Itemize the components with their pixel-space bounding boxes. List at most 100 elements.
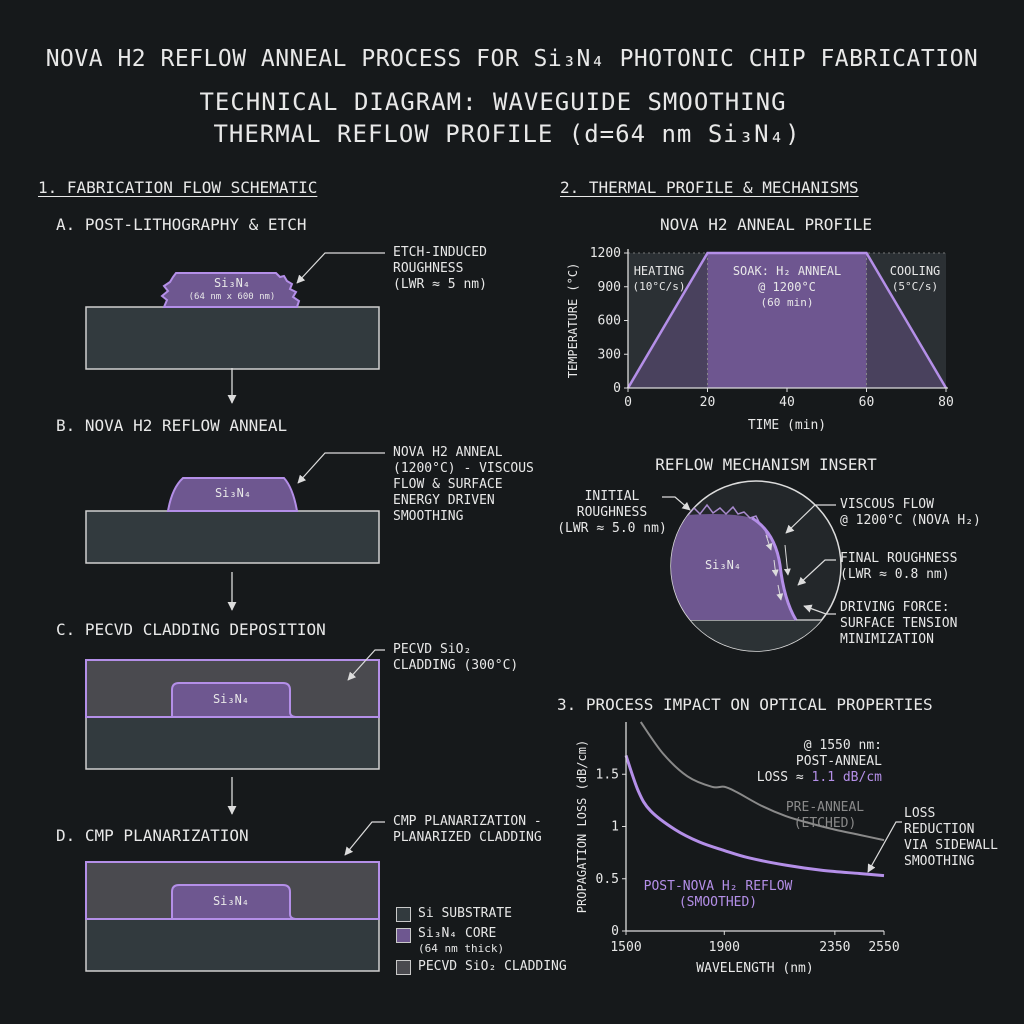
insert-flow-arrow (765, 534, 773, 551)
loss-callout-prefix: LOSS ≈ (756, 770, 812, 785)
x-tick-label: 2350 (819, 940, 850, 955)
step-b-substrate (85, 510, 380, 564)
section3-heading: 3. PROCESS IMPACT ON OPTICAL PROPERTIES (557, 695, 933, 714)
insert-title: REFLOW MECHANISM INSERT (655, 455, 877, 474)
step-b-annotation-line: SMOOTHING (393, 509, 464, 524)
loss-callout-line: @ 1550 nm: (803, 738, 882, 753)
step-b-annotation: NOVA H2 ANNEAL (1200°C) - VISCOUS FLOW &… (393, 445, 534, 525)
insert-initial-roughness: INITIAL ROUGHNESS (LWR ≈ 5.0 nm) (552, 489, 672, 537)
pre-anneal-label-line: (ETCHED) (793, 816, 857, 831)
y-tick-label: 0.5 (596, 872, 619, 887)
step-c-annotation-line: PECVD SiO₂ (393, 642, 472, 657)
insert-initial-callout (662, 496, 691, 511)
legend-item-cladding: PECVD SiO₂ CLADDING (396, 959, 567, 975)
x-tick-label: 1900 (709, 940, 740, 955)
pre-anneal-label-line: PRE-ANNEAL (785, 800, 865, 815)
section1-heading-text: 1. FABRICATION FLOW SCHEMATIC (38, 178, 318, 197)
x-axis-label: TIME (min) (748, 418, 826, 433)
phase-soak-temperature: @ 1200°C (758, 280, 816, 294)
x-tick-label: 0 (624, 395, 632, 410)
legend: Si SUBSTRATE Si₃N₄ CORE (64 nm thick) PE… (396, 906, 567, 975)
phase-heating: HEATING (10°C/s) (627, 263, 691, 295)
legend-item-substrate: Si SUBSTRATE (396, 906, 567, 922)
insert-flow-arrow (776, 584, 784, 601)
step-c-callout-line (347, 649, 385, 681)
phase-cooling-rate: (5°C/s) (891, 280, 939, 293)
step-d-core-label: Si₃N₄ (212, 894, 250, 908)
step-b-core (166, 477, 299, 512)
legend-sublabel: (64 nm thick) (418, 942, 505, 955)
step-a-annotation-line: (LWR ≈ 5 nm) (393, 277, 487, 292)
step-a-core-label: Si₃N₄ (213, 276, 251, 290)
phase-soak: SOAK: H₂ ANNEAL @ 1200°C (60 min) (708, 263, 866, 311)
step-b-callout-line (297, 452, 385, 484)
phase-cooling: COOLING (5°C/s) (876, 263, 954, 295)
post-anneal-label-line: POST-NOVA H₂ REFLOW (643, 879, 793, 894)
loss-reduction-line: VIA SIDEWALL (904, 838, 998, 853)
loss-reduction-line: SMOOTHING (904, 854, 975, 869)
x-tick-label: 2550 (868, 940, 899, 955)
step-a-annotation: ETCH-INDUCED ROUGHNESS (LWR ≈ 5 nm) (393, 245, 487, 293)
y-tick-label: 600 (598, 314, 621, 329)
step-c-core-label: Si₃N₄ (212, 692, 250, 706)
insert-viscous-line: @ 1200°C (NOVA H₂) (840, 513, 981, 528)
y-tick-label: 0 (611, 924, 619, 939)
phase-soak-duration: (60 min) (760, 296, 814, 309)
step-c-substrate (85, 716, 380, 770)
phase-heating-label: HEATING (633, 264, 685, 278)
loss-callout-line: POST-ANNEAL (795, 754, 882, 769)
post-anneal-label: POST-NOVA H₂ REFLOW (SMOOTHED) (638, 879, 798, 911)
insert-flow-arrow (783, 544, 791, 576)
y-tick-label: 1200 (590, 246, 621, 261)
insert-viscous-callout (785, 504, 836, 534)
profile-title: NOVA H2 ANNEAL PROFILE (660, 215, 872, 234)
x-tick-label: 60 (859, 395, 875, 410)
loss-callout: @ 1550 nm: POST-ANNEAL LOSS ≈ 1.1 dB/cm (752, 738, 882, 786)
phase-soak-label: SOAK: H₂ ANNEAL (732, 264, 842, 278)
loss-callout-value: 1.1 dB/cm (811, 770, 882, 785)
insert-final-line: (LWR ≈ 0.8 nm) (840, 567, 950, 582)
y-tick-label: 0 (613, 381, 621, 396)
legend-item-core: Si₃N₄ CORE (64 nm thick) (396, 926, 567, 955)
y-tick-label: 300 (598, 347, 621, 362)
subtitle-line-2: THERMAL REFLOW PROFILE (d=64 nm Si₃N₄) (213, 120, 801, 148)
legend-label: Si₃N₄ CORE (418, 926, 497, 941)
step-b-annotation-line: NOVA H2 ANNEAL (393, 445, 503, 460)
legend-label: PECVD SiO₂ CLADDING (418, 959, 567, 974)
page-title: NOVA H2 REFLOW ANNEAL PROCESS FOR Si₃N₄ … (45, 46, 979, 72)
y-axis-label: TEMPERATURE (°C) (566, 263, 580, 379)
insert-initial-line: (LWR ≈ 5.0 nm) (557, 521, 667, 536)
x-axis-label: WAVELENGTH (nm) (696, 961, 813, 976)
step-a-core (160, 272, 301, 308)
step-d-callout-line (344, 821, 385, 856)
step-b-label: B. NOVA H2 REFLOW ANNEAL (56, 416, 288, 435)
phase-cooling-label: COOLING (889, 264, 941, 278)
loss-reduction-arrow (867, 821, 902, 873)
section2-heading: 2. THERMAL PROFILE & MECHANISMS (560, 178, 859, 197)
legend-label: Si SUBSTRATE (418, 906, 512, 921)
legend-swatch-core (396, 928, 411, 943)
step-a-callout-line (296, 252, 385, 284)
insert-driving-line: SURFACE TENSION (840, 616, 958, 631)
y-axis-label: PROPAGATION LOSS (dB/cm) (575, 740, 589, 913)
x-tick-label: 20 (700, 395, 716, 410)
phase-heating-rate: (10°C/s) (632, 280, 686, 293)
step-b-core-label: Si₃N₄ (214, 486, 252, 500)
step-c-annotation-line: CLADDING (300°C) (393, 658, 519, 673)
loss-callout-value-line: LOSS ≈ 1.1 dB/cm (752, 770, 882, 786)
insert-final-line: FINAL ROUGHNESS (840, 551, 958, 566)
insert-driving-callout (803, 604, 836, 615)
loss-reduction-line: LOSS (904, 806, 936, 821)
insert-final-callout (797, 559, 836, 586)
step-d-annotation: CMP PLANARIZATION - PLANARIZED CLADDING (393, 814, 542, 846)
step-a-annotation-line: ETCH-INDUCED (393, 245, 487, 260)
step-c-core (171, 682, 298, 718)
step-b-annotation-line: ENERGY DRIVEN (393, 493, 495, 508)
step-a-annotation-line: ROUGHNESS (393, 261, 464, 276)
pre-anneal-label: PRE-ANNEAL (ETCHED) (770, 800, 880, 832)
legend-swatch-substrate (396, 906, 411, 922)
insert-viscous-line: VISCOUS FLOW (840, 497, 934, 512)
